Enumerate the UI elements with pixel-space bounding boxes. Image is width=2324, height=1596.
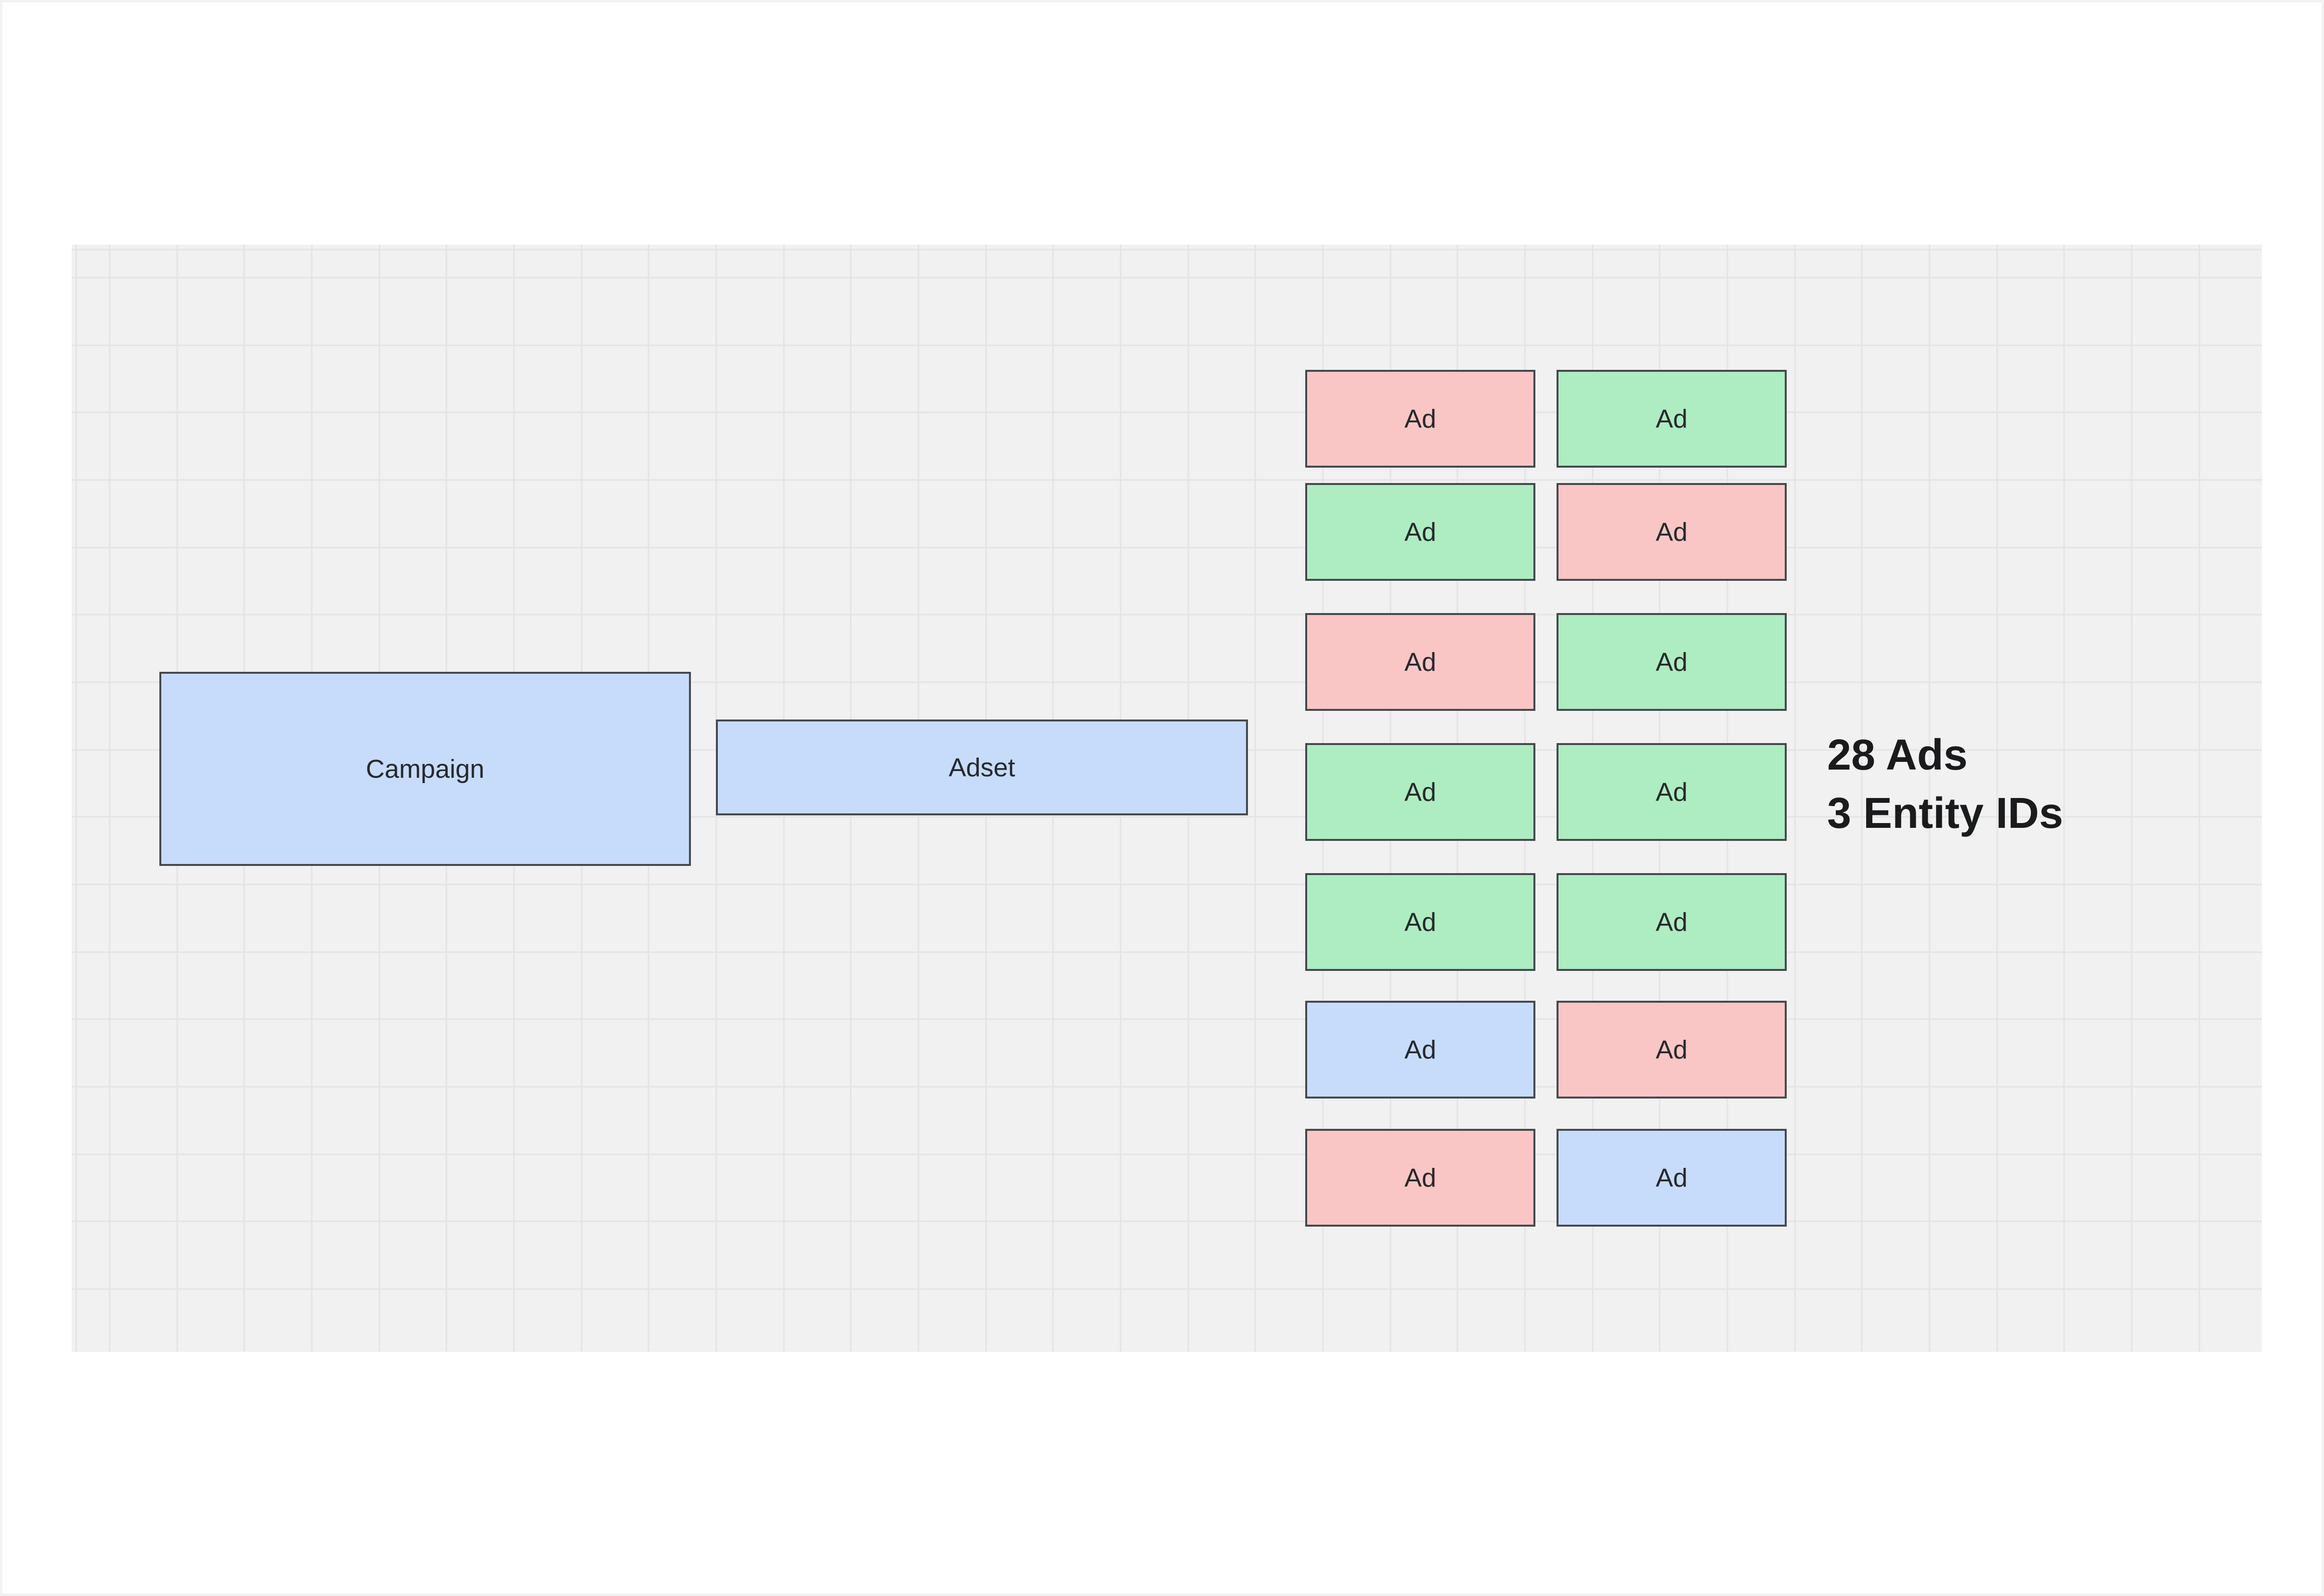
ad-label: Ad: [1655, 1163, 1688, 1192]
adset-node[interactable]: Adset: [716, 720, 1248, 815]
ad-node[interactable]: Ad: [1557, 873, 1787, 971]
ad-label: Ad: [1404, 1163, 1437, 1192]
ad-node[interactable]: Ad: [1305, 370, 1535, 468]
ad-label: Ad: [1404, 907, 1437, 937]
ad-label: Ad: [1655, 777, 1688, 807]
ad-node[interactable]: Ad: [1557, 1001, 1787, 1099]
ad-node[interactable]: Ad: [1305, 1001, 1535, 1099]
entity-ids-line: 3 Entity IDs: [1827, 789, 2064, 837]
ads-count-line: 28 Ads: [1827, 731, 1968, 779]
ad-label: Ad: [1655, 907, 1688, 937]
ads-count-annotation[interactable]: 28 Ads 3 Entity IDs: [1827, 726, 2063, 843]
ad-label: Ad: [1655, 517, 1688, 547]
ad-label: Ad: [1404, 517, 1437, 547]
ad-node[interactable]: Ad: [1557, 370, 1787, 468]
ad-label: Ad: [1655, 1035, 1688, 1064]
adset-label: Adset: [948, 753, 1015, 782]
ad-node[interactable]: Ad: [1305, 613, 1535, 711]
ad-node[interactable]: Ad: [1305, 483, 1535, 581]
campaign-label: Campaign: [365, 754, 485, 784]
ad-label: Ad: [1404, 647, 1437, 677]
ad-node[interactable]: Ad: [1305, 1129, 1535, 1227]
ad-label: Ad: [1404, 777, 1437, 807]
ad-node[interactable]: Ad: [1557, 483, 1787, 581]
ad-label: Ad: [1655, 647, 1688, 677]
ad-label: Ad: [1655, 404, 1688, 433]
ad-node[interactable]: Ad: [1557, 1129, 1787, 1227]
diagram-canvas: Campaign Adset Ad Ad Ad Ad Ad Ad Ad Ad A…: [72, 245, 2262, 1352]
campaign-node[interactable]: Campaign: [159, 672, 691, 866]
ad-node[interactable]: Ad: [1305, 743, 1535, 841]
ad-label: Ad: [1404, 404, 1437, 433]
ad-node[interactable]: Ad: [1557, 613, 1787, 711]
ad-node[interactable]: Ad: [1305, 873, 1535, 971]
ad-node[interactable]: Ad: [1557, 743, 1787, 841]
ad-label: Ad: [1404, 1035, 1437, 1064]
